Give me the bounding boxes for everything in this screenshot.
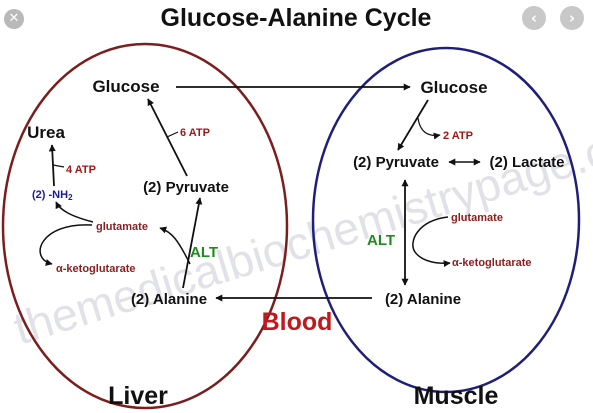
liver-urea-label: Urea [27,123,65,142]
close-button[interactable]: ✕ [4,9,24,29]
liver-glutamate-label: glutamate [96,221,148,233]
liver-ketoglutarate-label: α-ketoglutarate [56,263,136,275]
liver-6atp-tick [166,131,179,138]
muscle-compartment [311,46,581,394]
muscle-ketoglutarate-label: α-ketoglutarate [452,257,532,269]
muscle-transamination-curve [412,216,451,268]
muscle-glutamate-label: glutamate [451,212,503,224]
liver-nh2-prefix: (2) -NH [32,189,68,201]
liver-gluconeogenesis-arrow [147,98,188,177]
muscle-2atp-curve [417,117,441,140]
liver-glucose-label: Glucose [92,77,159,96]
muscle-2atp-label: 2 ATP [443,130,473,142]
liver-nh2-subscript: 2 [68,193,73,202]
next-image-button[interactable]: › [560,6,584,30]
muscle-glucose-label: Glucose [420,78,487,97]
liver-compartment [1,42,289,410]
liver-deamination-arrow [55,201,94,223]
liver-4atp-label: 4 ATP [66,164,96,176]
liver-compartment-label: Liver [108,382,168,410]
muscle-compartment-label: Muscle [414,382,499,410]
liver-pyruvate-label: (2) Pyruvate [143,179,229,196]
chevron-right-icon: › [568,9,576,27]
previous-image-button[interactable]: ‹ [522,6,546,30]
blood-label: Blood [262,308,333,336]
liver-alt-arrow [182,197,203,289]
close-icon: ✕ [8,11,20,26]
muscle-pyruvate-label: (2) Pyruvate [353,154,439,171]
liver-transamination-curve [39,224,93,266]
muscle-alt-enzyme-label: ALT [367,232,395,249]
muscle-glycolysis-arrow [397,99,429,151]
liver-4atp-tick [52,164,65,168]
liver-6atp-label: 6 ATP [180,127,210,139]
liver-alanine-label: (2) Alanine [131,291,207,308]
liver-alt-enzyme-label: ALT [190,244,218,261]
muscle-lactate-label: (2) Lactate [489,154,564,171]
chevron-left-icon: ‹ [530,9,538,27]
page-title: Glucose-Alanine Cycle [161,4,432,32]
liver-nh2-label: (2) -NH2 [32,189,73,202]
liver-alt-coupling-arrow [159,226,191,265]
muscle-alanine-label: (2) Alanine [385,291,461,308]
